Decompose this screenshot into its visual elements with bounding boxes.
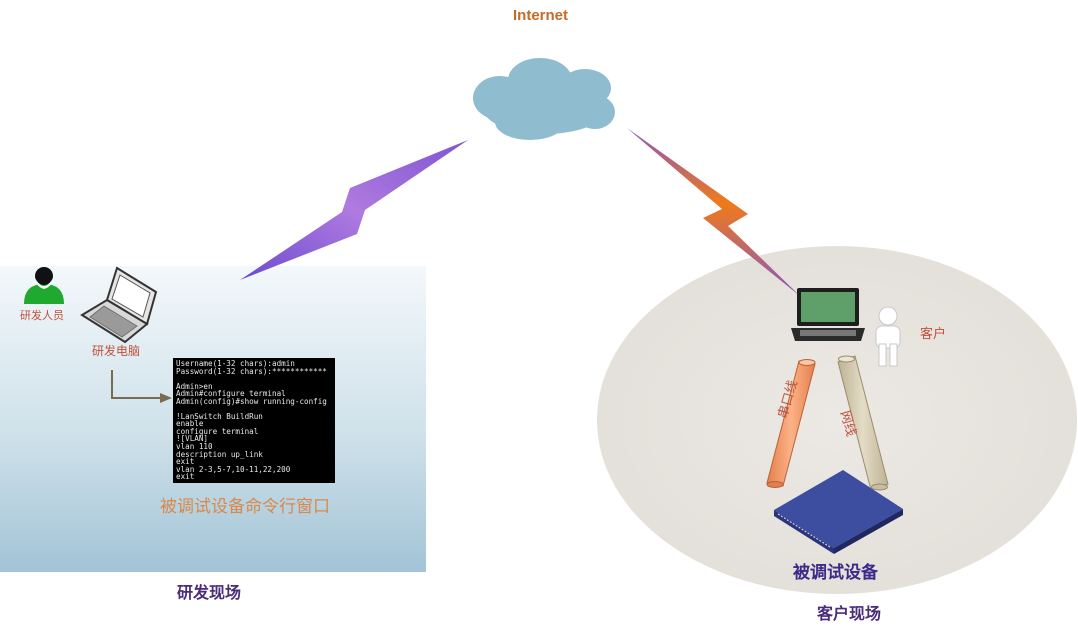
lan-cable-icon [837,355,889,491]
terminal-line: description up_link [176,449,263,459]
terminal-window: Username(1-32 chars):admin Password(1-32… [173,358,335,483]
developer-person-icon [24,267,64,304]
dev-pc-to-terminal-arrow [111,370,172,403]
terminal-line: configure terminal [176,426,259,436]
terminal-line: Admin>en [176,381,213,391]
customer-site-ellipse [597,246,1077,594]
left-lightning-bolt-icon [240,140,468,280]
customer-label: 客户 [920,327,947,342]
device-label: 被调试设备 [793,563,878,583]
internet-cloud-icon [473,58,615,140]
internet-label: Internet [513,7,569,24]
terminal-line: exit [176,457,195,467]
terminal-line: vlan 2-3,5-7,10-11,22,200 [176,464,291,474]
terminal-line: exit [176,472,195,482]
terminal-line: Admin(config)#show running-config [176,396,327,406]
developer-label: 研发人员 [20,309,64,322]
right-lightning-bolt-icon [627,128,800,296]
terminal-caption: 被调试设备命令行窗口 [160,497,330,517]
serial-cable-icon [766,359,816,488]
terminal-line: vlan 110 [176,442,213,452]
customer-site-label: 客户现场 [817,604,882,623]
terminal-line: !LanSwitch BuildRun [176,411,263,421]
dev-laptop-icon [80,266,158,344]
network-switch-icon [774,470,903,554]
dev-site-label: 研发现场 [177,583,242,602]
terminal-line: ![VLAN] [176,434,209,444]
terminal-line: Username(1-32 chars):admin [176,359,295,368]
customer-laptop-icon [791,288,865,341]
dev-pc-label: 研发电脑 [92,344,141,358]
terminal-line: Password(1-32 chars):************ [176,366,327,376]
terminal-line: Admin#configure terminal [176,389,286,399]
customer-person-icon [875,306,901,367]
terminal-line: enable [176,419,204,429]
